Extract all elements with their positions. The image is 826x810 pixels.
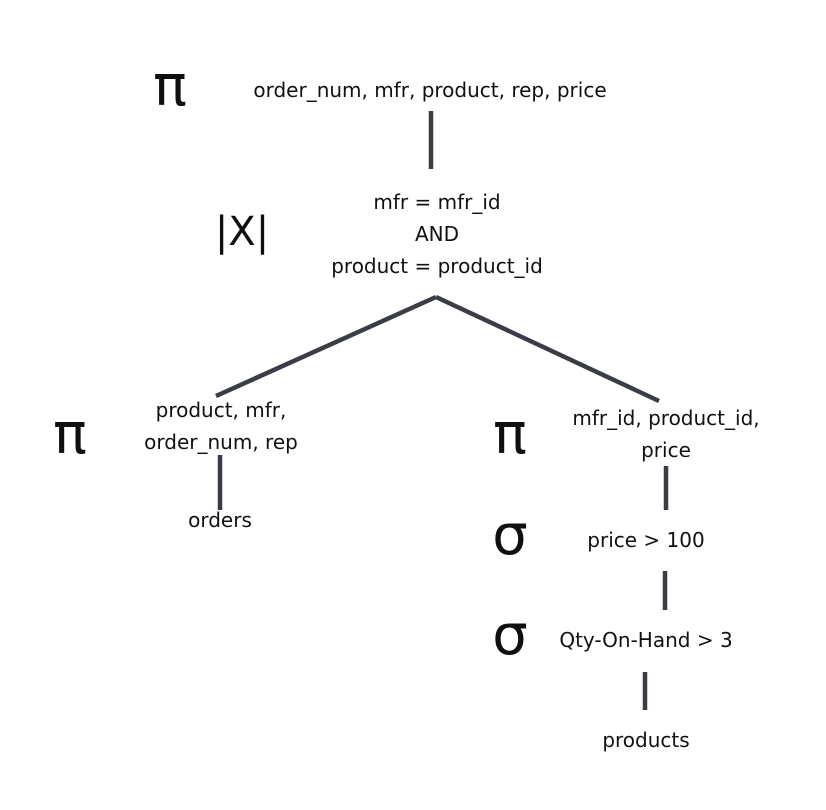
- qty-selection-sigma-symbol: σ: [492, 603, 528, 668]
- left-relation-orders: orders: [188, 508, 252, 532]
- edge-join-to-left: [215, 294, 437, 399]
- right-projection-line-2: price: [641, 438, 691, 462]
- left-projection-line-1: product, mfr,: [155, 398, 287, 422]
- qty-selection-condition: Qty-On-Hand > 3: [559, 628, 733, 652]
- join-condition-line-1: mfr = mfr_id: [373, 190, 501, 214]
- right-projection-attributes: mfr_id, product_id, price: [572, 402, 759, 466]
- root-projection-pi-symbol: π: [153, 54, 187, 119]
- edge-join-to-right: [435, 294, 660, 404]
- right-projection-line-1: mfr_id, product_id,: [572, 406, 760, 430]
- join-symbol: |X|: [214, 209, 270, 255]
- join-condition-line-3: product = product_id: [331, 254, 543, 278]
- price-selection-condition: price > 100: [587, 528, 705, 552]
- right-relation-products: products: [602, 728, 690, 752]
- left-projection-pi-symbol: π: [53, 402, 87, 467]
- join-condition: mfr = mfr_id AND product = product_id: [331, 186, 543, 282]
- left-projection-attributes: product, mfr, order_num, rep: [144, 394, 298, 458]
- left-projection-line-2: order_num, rep: [144, 430, 298, 454]
- root-projection-attributes: order_num, mfr, product, rep, price: [253, 78, 607, 102]
- join-condition-line-2: AND: [414, 222, 460, 246]
- price-selection-sigma-symbol: σ: [492, 503, 528, 568]
- right-projection-pi-symbol: π: [493, 402, 527, 467]
